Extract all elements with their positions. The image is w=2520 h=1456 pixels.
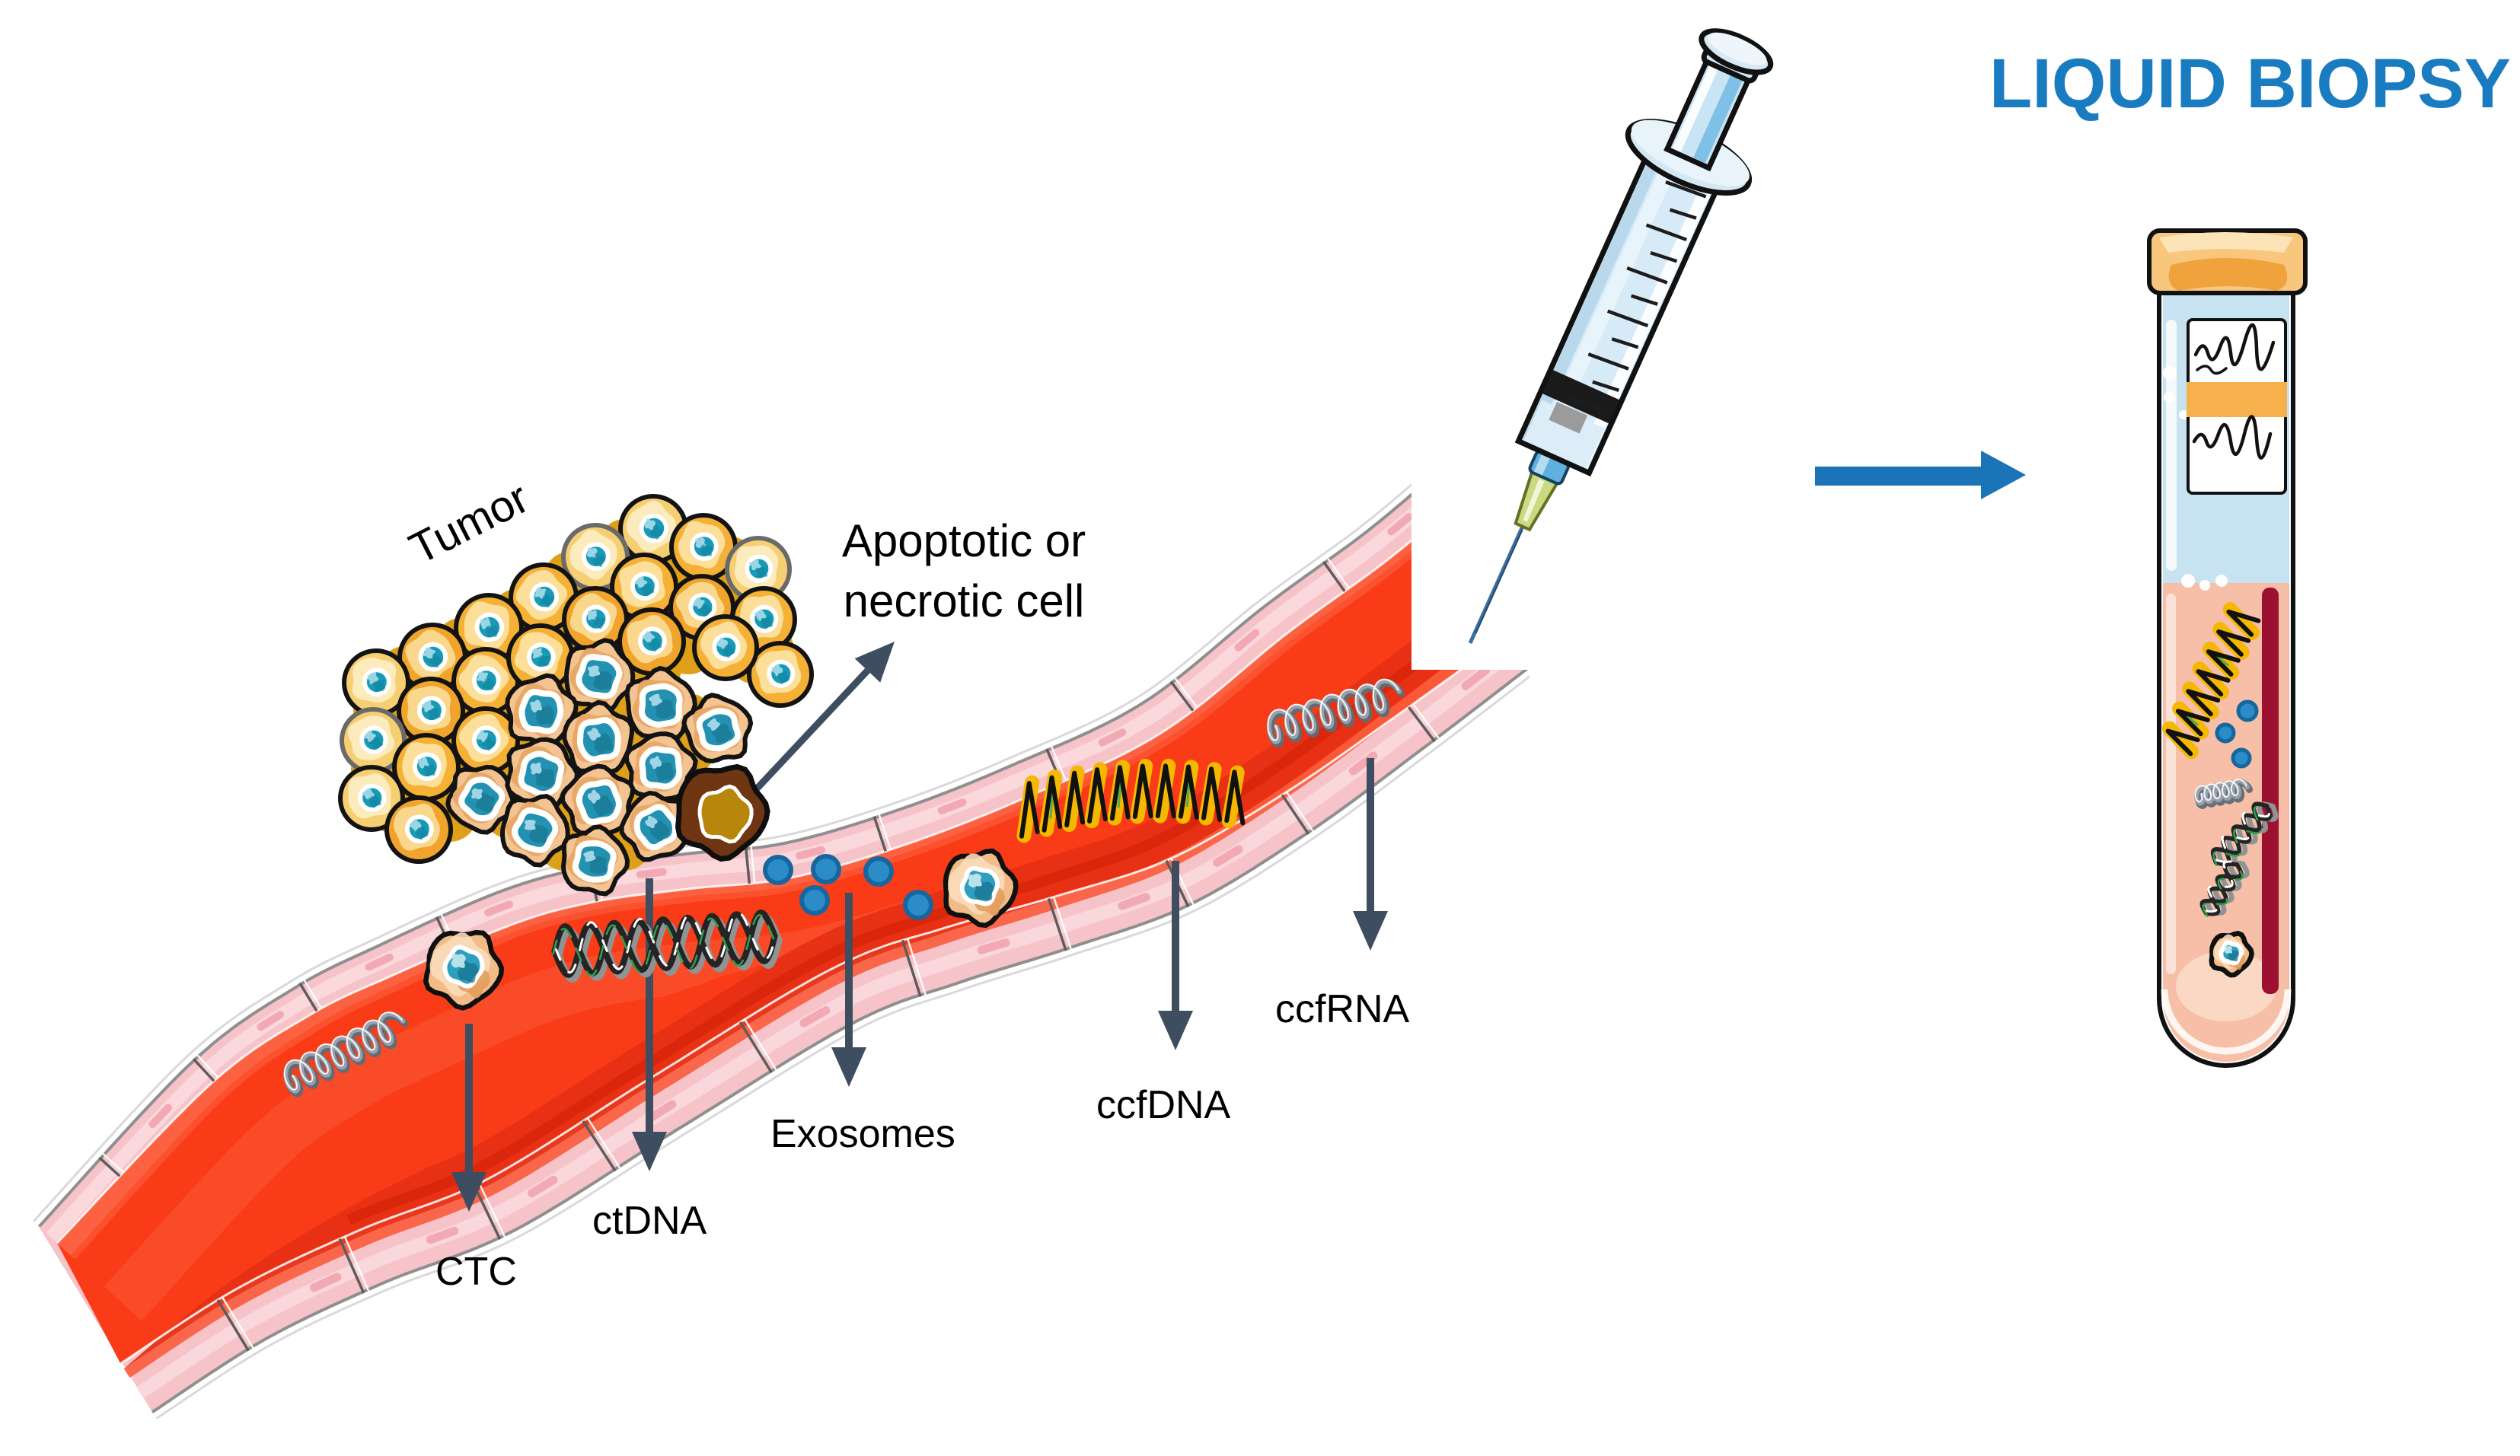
svg-text:ctDNA: ctDNA [592, 1199, 707, 1243]
svg-text:CTC: CTC [435, 1250, 517, 1294]
svg-text:necrotic cell: necrotic cell [844, 575, 1085, 626]
svg-text:Apoptotic or: Apoptotic or [842, 515, 1086, 566]
svg-text:LIQUID BIOPSY: LIQUID BIOPSY [1989, 45, 2511, 123]
svg-text:ccfRNA: ccfRNA [1275, 987, 1410, 1031]
svg-text:ccfDNA: ccfDNA [1096, 1083, 1231, 1127]
svg-text:Exosomes: Exosomes [770, 1112, 955, 1156]
